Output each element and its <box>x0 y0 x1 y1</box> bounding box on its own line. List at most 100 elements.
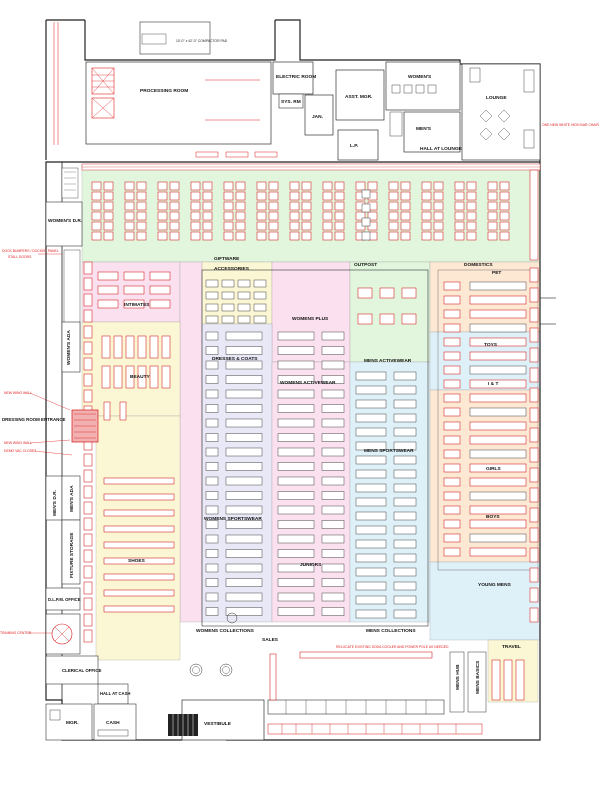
gondola-fixture <box>454 221 465 231</box>
kids-fixture <box>469 323 527 333</box>
mens-rack <box>355 399 387 409</box>
kids-fixture <box>469 351 527 361</box>
gondola-fixture <box>289 221 300 231</box>
display-fixture <box>361 203 371 213</box>
womens-rack <box>321 549 345 558</box>
gondola-fixture <box>355 211 366 221</box>
mens-ada-label: MEN'S ADA <box>69 485 75 512</box>
clerical-office <box>45 655 99 685</box>
gondola-fixture <box>301 181 312 191</box>
womens-rack <box>225 418 263 428</box>
womens-rack <box>205 534 219 544</box>
training-center-note: TRAINING CENTER <box>0 631 32 635</box>
gondola-fixture <box>169 211 180 221</box>
kids-fixture <box>469 505 527 515</box>
gondola-fixture <box>322 201 333 211</box>
mens-rr-label: MEN'S <box>416 126 432 132</box>
accessories-fixture <box>237 303 251 312</box>
womens-rack <box>225 331 263 341</box>
wall-fixture <box>83 277 93 291</box>
gondola-fixture <box>400 221 411 231</box>
dock-bumpers-note: DOCK BUMPERS / DOCKER PANEL <box>2 249 59 253</box>
gondola-fixture <box>388 191 399 201</box>
womens-rack <box>277 389 315 399</box>
beauty-fixture <box>137 335 147 359</box>
gondola-fixture <box>157 221 168 231</box>
womens-rack <box>205 346 219 355</box>
gondola-fixture <box>499 191 510 201</box>
gondola-fixture <box>487 181 498 191</box>
womens-rack <box>205 476 219 486</box>
wall-fixture <box>529 387 539 403</box>
kids-fixture <box>469 449 527 459</box>
mens-collections-label: MENS COLLECTIONS <box>366 628 416 634</box>
gondola-fixture <box>421 191 432 201</box>
outpost-table <box>357 287 373 299</box>
womens-rack <box>225 491 263 500</box>
womens-rack <box>277 346 315 355</box>
gondola-fixture <box>91 201 102 211</box>
dressing-room-label: DRESSING ROOM ENTRANCE <box>2 417 65 422</box>
womens-rack <box>225 447 263 457</box>
womens-rack <box>321 491 345 500</box>
womens-ada-room <box>61 321 81 373</box>
gondola-fixture <box>499 221 510 231</box>
gondola-fixture <box>388 201 399 211</box>
outpost-table <box>357 313 373 325</box>
department-labels: GIFTWARE ACCESSORIES OUTPOST DOMESTICS P… <box>124 256 512 643</box>
kids-fixture <box>469 477 527 487</box>
gondola-fixture <box>499 211 510 221</box>
mens-rack <box>355 609 387 619</box>
gondola-fixture <box>268 181 279 191</box>
gondola-fixture <box>466 231 477 241</box>
mens-rack <box>393 413 417 423</box>
wall-fixture <box>83 453 93 467</box>
gondola-fixture <box>367 211 378 221</box>
accessories-fixture <box>205 291 219 300</box>
sys-label: SYS. RM <box>281 99 301 105</box>
kids-fixture <box>469 365 527 375</box>
mens-rack <box>355 581 387 591</box>
accessories-fixture <box>253 315 267 324</box>
gondola-fixture <box>91 191 102 201</box>
gondola-fixture <box>256 191 267 201</box>
wall-fixture <box>529 307 539 323</box>
womens-rack <box>277 578 315 587</box>
gondola-fixture <box>454 181 465 191</box>
kids-fixture <box>469 491 527 501</box>
wall-fixture <box>83 261 93 275</box>
kids-fixture <box>443 477 461 487</box>
gondola-fixture <box>235 181 246 191</box>
womens-rack <box>321 433 345 442</box>
womens-rack <box>321 418 345 428</box>
mens-rack <box>393 539 417 549</box>
gondola-fixture <box>103 231 114 241</box>
womens-rack <box>205 592 219 602</box>
gondola-fixture <box>301 201 312 211</box>
mens-dr-label: MEN'S D.R. <box>52 490 58 516</box>
wall-fixture <box>529 447 539 463</box>
womens-rack <box>225 476 263 486</box>
womens-rack <box>277 549 315 558</box>
womens-rack <box>277 462 315 471</box>
mens-rack <box>393 427 417 437</box>
kids-fixture <box>469 337 527 347</box>
gondola-fixture <box>190 231 201 241</box>
beauty-fixture <box>149 365 159 389</box>
gondola-fixture <box>322 191 333 201</box>
womens-rack <box>277 433 315 442</box>
shoes-fixture <box>103 541 175 549</box>
gondola-fixture <box>235 201 246 211</box>
accessories-fixture <box>221 303 235 312</box>
womens-rack <box>321 462 345 471</box>
mens-rack <box>355 469 387 479</box>
kids-fixture <box>443 281 461 291</box>
gondola-fixture <box>334 221 345 231</box>
gondola-fixture <box>91 231 102 241</box>
wall-fixture <box>83 565 93 579</box>
mens-hub <box>449 651 465 713</box>
outpost-table <box>379 287 395 299</box>
wall-fixture <box>529 467 539 483</box>
mens-rack <box>393 399 417 409</box>
womens-rack <box>321 360 345 370</box>
